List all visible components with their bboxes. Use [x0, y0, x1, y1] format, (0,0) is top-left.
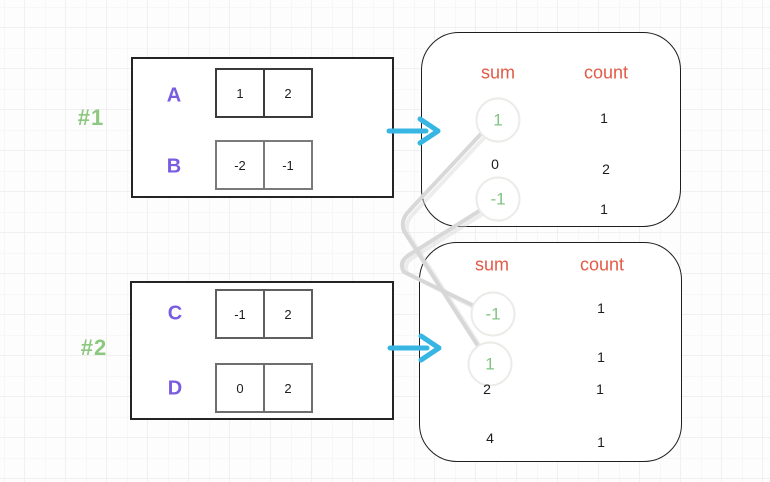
array-c-cell-1: 2 [263, 289, 313, 339]
table2-count-0: 1 [597, 300, 605, 316]
table1-sum-header: sum [480, 62, 516, 83]
table2-sum-3: 4 [486, 430, 494, 446]
array-d-label: D [167, 377, 183, 400]
group2-box: C -1 2 D 0 2 [130, 281, 394, 420]
group1-box: A 1 2 B -2 -1 [131, 57, 394, 198]
table1-count-2: 1 [600, 201, 608, 217]
array-b-label: B [166, 155, 182, 178]
array-a-cells: 1 2 [215, 68, 313, 118]
array-b-cell-0: -2 [215, 140, 265, 190]
table2-count-2: 1 [596, 381, 604, 397]
array-c-cells: -1 2 [215, 289, 313, 339]
result-table-2: sum count -1 1 1 1 2 1 4 1 [419, 242, 682, 462]
array-b-cell-1: -1 [263, 140, 313, 190]
array-a-label: A [166, 84, 182, 107]
table1-sum-0: 1 [475, 97, 521, 143]
table2-count-1: 1 [597, 349, 605, 365]
table2-count-3: 1 [597, 434, 605, 450]
table1-count-1: 2 [602, 161, 610, 177]
table2-sum-2: 2 [483, 381, 491, 397]
array-c-cell-0: -1 [215, 289, 265, 339]
array-a-cell-1: 2 [263, 68, 313, 118]
array-d-cell-1: 2 [263, 363, 313, 413]
table2-sum-0: -1 [470, 291, 516, 337]
table1-sum-2: -1 [475, 176, 521, 222]
table2-sum-header: sum [474, 254, 510, 275]
table1-count-0: 1 [600, 110, 608, 126]
table1-count-header: count [583, 62, 629, 83]
array-d-cells: 0 2 [215, 363, 313, 413]
array-a-cell-0: 1 [215, 68, 265, 118]
array-b-cells: -2 -1 [215, 140, 313, 190]
result-table-1: sum count 1 1 0 2 -1 1 [421, 32, 681, 227]
table2-count-header: count [579, 254, 625, 275]
group2-tag: #2 [80, 335, 108, 360]
array-d-cell-0: 0 [215, 363, 265, 413]
array-c-label: C [167, 302, 183, 325]
group1-tag: #1 [77, 105, 105, 130]
